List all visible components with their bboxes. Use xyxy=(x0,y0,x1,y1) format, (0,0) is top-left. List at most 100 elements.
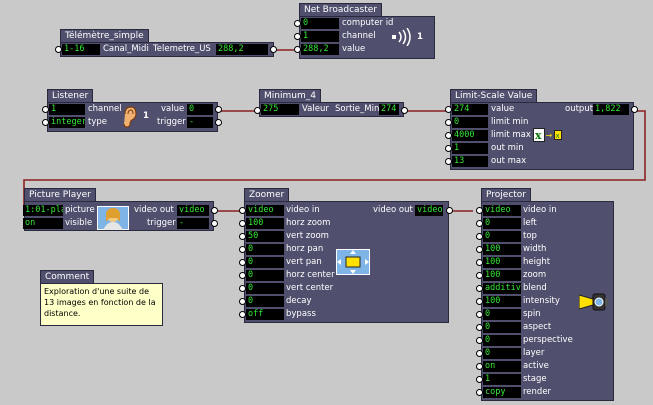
limitscale-port-3[interactable] xyxy=(445,145,452,152)
projector-port-10[interactable] xyxy=(476,337,483,344)
minimum-input-field[interactable]: 275 xyxy=(261,104,299,115)
minimum-input-port[interactable] xyxy=(254,107,261,114)
zoomer-port-2[interactable] xyxy=(239,233,246,240)
picture-out-port-video[interactable] xyxy=(211,207,218,214)
limitscale-field-limit-max[interactable]: 4000 xyxy=(452,130,488,141)
projector-port-14[interactable] xyxy=(476,389,483,396)
zoomer-field-7[interactable]: 0 xyxy=(246,296,284,307)
broadcaster-title[interactable]: Net Broadcaster xyxy=(299,3,382,16)
limitscale-port-0[interactable] xyxy=(445,106,452,113)
zoomer-out-port-video[interactable] xyxy=(446,207,453,214)
zoomer-out-video[interactable]: video xyxy=(415,205,443,216)
broadcaster-port-2[interactable] xyxy=(294,46,301,53)
listener-out-trigger[interactable]: - xyxy=(187,117,213,128)
zoomer-port-7[interactable] xyxy=(239,298,246,305)
listener-out-port-trigger[interactable] xyxy=(215,119,222,126)
telemetre-output-port[interactable] xyxy=(270,46,277,53)
projector-field-0[interactable]: video xyxy=(483,205,521,216)
projector-port-8[interactable] xyxy=(476,311,483,318)
minimum-output-field[interactable]: 274 xyxy=(379,104,399,115)
limitscale-output-field[interactable]: 1,822 xyxy=(593,104,629,115)
picture-field-picture[interactable]: 1:01-plaq xyxy=(23,205,63,216)
projector-field-1[interactable]: 0 xyxy=(483,218,521,229)
limitscale-field-value[interactable]: 274 xyxy=(452,104,488,115)
projector-field-6[interactable]: additive xyxy=(483,283,521,294)
projector-field-9[interactable]: 0 xyxy=(483,322,521,333)
listener-title[interactable]: Listener xyxy=(47,89,94,102)
listener-field-type[interactable]: integer xyxy=(49,117,85,128)
projector-field-14[interactable]: copy xyxy=(483,387,521,398)
listener-port-channel[interactable] xyxy=(42,106,49,113)
picture-out-port-trigger[interactable] xyxy=(211,220,218,227)
projector-field-4[interactable]: 100 xyxy=(483,257,521,268)
zoomer-field-6[interactable]: 0 xyxy=(246,283,284,294)
projector-port-4[interactable] xyxy=(476,259,483,266)
limitscale-output-port[interactable] xyxy=(631,106,638,113)
projector-port-9[interactable] xyxy=(476,324,483,331)
broadcaster-field-value[interactable]: 288,2 xyxy=(301,44,339,55)
projector-title[interactable]: Projector xyxy=(481,188,531,201)
projector-field-8[interactable]: 0 xyxy=(483,309,521,320)
telemetre-output-field[interactable]: 288,2 xyxy=(216,44,268,55)
limitscale-field-out-min[interactable]: 1 xyxy=(452,143,488,154)
zoomer-port-4[interactable] xyxy=(239,259,246,266)
projector-port-5[interactable] xyxy=(476,272,483,279)
listener-field-channel[interactable]: 1 xyxy=(49,104,85,115)
listener-out-value[interactable]: 0 xyxy=(187,104,213,115)
limitscale-port-1[interactable] xyxy=(445,119,452,126)
zoomer-title[interactable]: Zoomer xyxy=(244,188,290,201)
projector-port-0[interactable] xyxy=(476,207,483,214)
limitscale-port-4[interactable] xyxy=(445,158,452,165)
telemetre-channel-field[interactable]: 1-16 xyxy=(62,44,100,55)
zoomer-field-3[interactable]: 0 xyxy=(246,244,284,255)
comment-title[interactable]: Comment xyxy=(40,270,95,284)
projector-field-3[interactable]: 100 xyxy=(483,244,521,255)
zoomer-field-2[interactable]: 50 xyxy=(246,231,284,242)
broadcaster-port-0[interactable] xyxy=(294,20,301,27)
projector-port-7[interactable] xyxy=(476,298,483,305)
projector-field-7[interactable]: 100 xyxy=(483,296,521,307)
limitscale-field-out-max[interactable]: 13 xyxy=(452,156,488,167)
zoomer-port-8[interactable] xyxy=(239,311,246,318)
zoomer-port-3[interactable] xyxy=(239,246,246,253)
projector-port-2[interactable] xyxy=(476,233,483,240)
projector-port-1[interactable] xyxy=(476,220,483,227)
projector-field-10[interactable]: 0 xyxy=(483,335,521,346)
zoomer-port-6[interactable] xyxy=(239,285,246,292)
projector-port-12[interactable] xyxy=(476,363,483,370)
broadcaster-port-1[interactable] xyxy=(294,33,301,40)
projector-field-12[interactable]: on xyxy=(483,361,521,372)
projector-port-11[interactable] xyxy=(476,350,483,357)
zoomer-field-0[interactable]: video xyxy=(246,205,284,216)
projector-field-13[interactable]: 1 xyxy=(483,374,521,385)
zoomer-port-0[interactable] xyxy=(239,207,246,214)
picture-field-visible[interactable]: on xyxy=(23,218,63,229)
zoomer-field-1[interactable]: 100 xyxy=(246,218,284,229)
minimum-output-port[interactable] xyxy=(401,107,408,114)
limitscale-port-2[interactable] xyxy=(445,132,452,139)
projector-port-13[interactable] xyxy=(476,376,483,383)
listener-out-port-value[interactable] xyxy=(215,106,222,113)
limitscale-title[interactable]: Limit-Scale Value xyxy=(450,89,538,102)
zoomer-port-1[interactable] xyxy=(239,220,246,227)
zoomer-field-5[interactable]: 0 xyxy=(246,270,284,281)
broadcaster-field-computer-id[interactable]: 0 xyxy=(301,18,339,29)
telemetre-input-port[interactable] xyxy=(55,46,62,53)
picture-title[interactable]: Picture Player xyxy=(24,188,96,201)
zoomer-port-5[interactable] xyxy=(239,272,246,279)
projector-port-3[interactable] xyxy=(476,246,483,253)
limitscale-field-limit-min[interactable]: 0 xyxy=(452,117,488,128)
projector-field-5[interactable]: 100 xyxy=(483,270,521,281)
listener-port-type[interactable] xyxy=(42,119,49,126)
telemetre-title[interactable]: Télémètre_simple xyxy=(60,29,149,42)
projector-port-6[interactable] xyxy=(476,285,483,292)
zoomer-field-8[interactable]: off xyxy=(246,309,284,320)
minimum-title[interactable]: Minimum_4 xyxy=(259,89,321,102)
picture-out-video[interactable]: video xyxy=(177,205,209,216)
broadcaster-field-channel[interactable]: 1 xyxy=(301,31,339,42)
comment-text[interactable]: Exploration d'une suite de 13 images en … xyxy=(40,283,163,326)
projector-field-11[interactable]: 0 xyxy=(483,348,521,359)
projector-field-2[interactable]: 0 xyxy=(483,231,521,242)
zoomer-field-4[interactable]: 0 xyxy=(246,257,284,268)
picture-out-trigger[interactable]: - xyxy=(177,218,209,229)
